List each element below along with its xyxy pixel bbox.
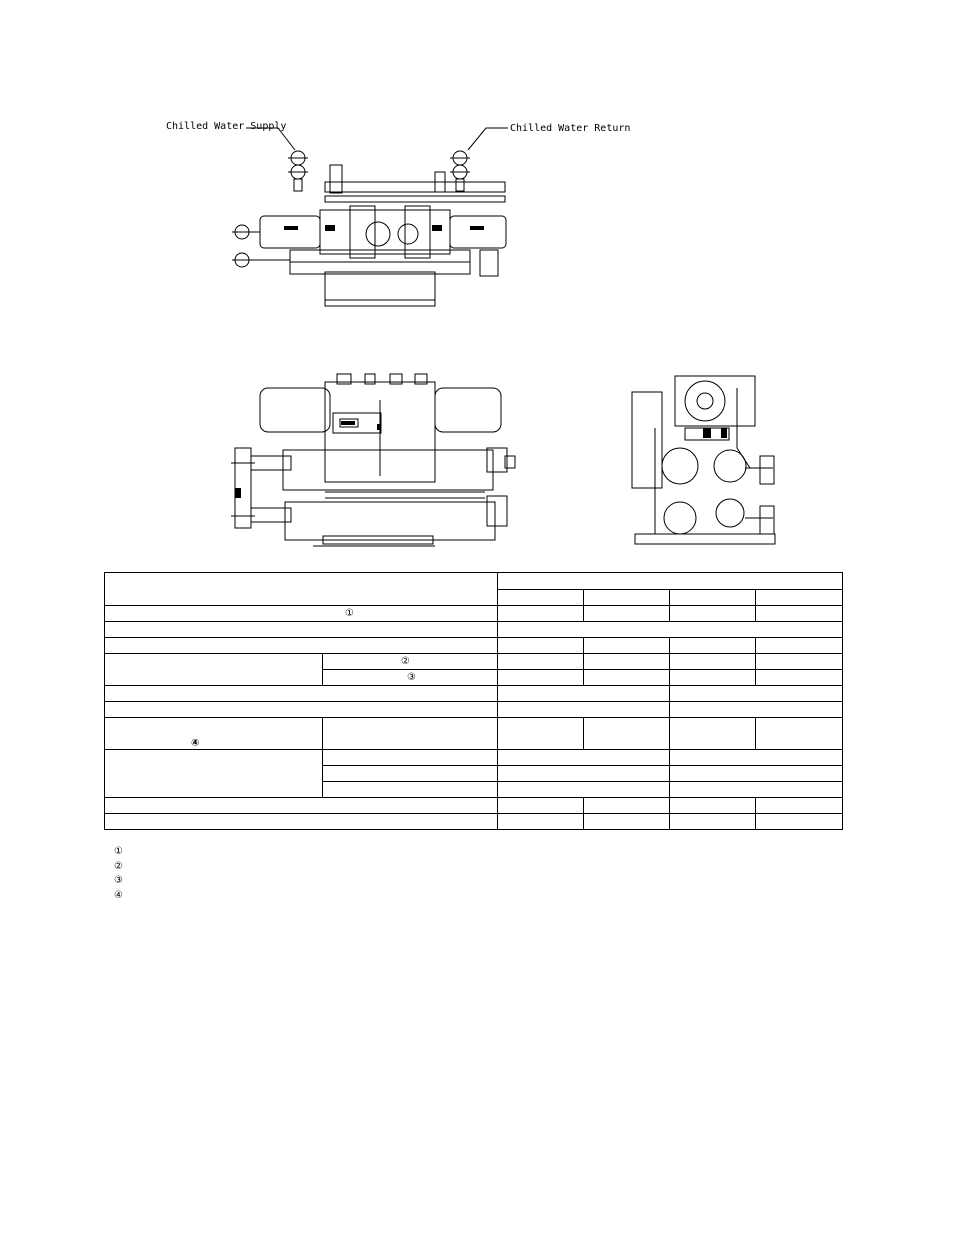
chilled-water-supply-label: Chilled Water Supply [166, 121, 287, 132]
table-row [105, 781, 843, 798]
row-label-cell [104, 813, 498, 830]
table-row: ④ [104, 717, 843, 750]
footnote-marker: ② [114, 860, 123, 872]
table-row [104, 797, 843, 814]
value-cell [669, 813, 756, 830]
footnote-item: ③ [114, 874, 123, 889]
footnote-item: ① [114, 845, 123, 860]
value-cell [583, 605, 670, 622]
value-cell [669, 701, 843, 718]
front-view-drawing [231, 373, 516, 547]
table-row [105, 765, 843, 782]
value-cell [583, 653, 670, 670]
value-cell [669, 605, 756, 622]
table-row [104, 813, 843, 830]
value-cell [497, 669, 584, 686]
sub-label-cell [322, 749, 498, 766]
value-cell [497, 701, 670, 718]
value-cell [583, 637, 670, 654]
footnote-marker: ② [401, 656, 410, 667]
value-cell [755, 653, 843, 670]
value-cell [755, 813, 843, 830]
value-cell [583, 717, 670, 750]
value-cell [497, 813, 584, 830]
row-label-cell [104, 701, 498, 718]
footnote-marker: ③ [407, 672, 416, 683]
value-cell [583, 797, 670, 814]
value-cell [755, 669, 843, 686]
table-row [104, 749, 843, 798]
row-label-cell [104, 749, 323, 798]
sub-label-cell [322, 717, 498, 750]
value-cell [497, 797, 584, 814]
footnote-marker: ③ [114, 875, 123, 886]
value-cell [497, 605, 584, 622]
value-cell [669, 717, 756, 750]
header-label-cell [104, 572, 498, 606]
footnote-marker: ④ [114, 889, 123, 901]
model-header-cell [583, 588, 670, 606]
value-cell [669, 685, 843, 702]
value-cell [497, 685, 670, 702]
value-cell [669, 781, 843, 798]
value-cell [669, 637, 756, 654]
row-label-cell: ④ [104, 717, 323, 750]
model-header-cell [669, 588, 756, 606]
value-cell [755, 797, 843, 814]
footnote-marker: ④ [191, 738, 200, 749]
value-cell [669, 797, 756, 814]
footnote-item: ④ [114, 889, 123, 904]
model-header-cell [497, 588, 584, 606]
table-row [104, 637, 843, 654]
table-row [105, 588, 843, 606]
sub-label-cell: ② [322, 653, 498, 670]
chilled-water-return-label: Chilled Water Return [510, 123, 631, 134]
specification-table: ① ② ③ [104, 572, 843, 830]
value-cell [669, 765, 843, 782]
value-cell [497, 749, 670, 766]
model-group-header [497, 572, 843, 590]
value-cell [497, 637, 584, 654]
value-cell [755, 717, 843, 750]
value-cell [669, 669, 756, 686]
value-cell [583, 813, 670, 830]
value-cell [497, 781, 670, 798]
value-cell [669, 653, 756, 670]
footnote-marker: ① [114, 846, 123, 857]
row-label-cell [104, 797, 498, 814]
value-cell [669, 749, 843, 766]
value-cell [583, 669, 670, 686]
table-row [104, 621, 843, 638]
row-label-cell [104, 685, 498, 702]
row-label-cell [104, 621, 498, 638]
row-label-cell [104, 653, 323, 686]
table-row [104, 685, 843, 702]
value-cell [497, 621, 843, 638]
row-label-cell: ① [104, 605, 498, 622]
row-label-cell [104, 637, 498, 654]
table-row [104, 572, 843, 606]
sub-label-cell [322, 765, 498, 782]
sub-label-cell: ③ [322, 669, 498, 686]
table-row: ① [104, 605, 843, 622]
table-row: ② [104, 653, 843, 686]
value-cell [497, 717, 584, 750]
value-cell [497, 765, 670, 782]
top-view-drawing [232, 127, 508, 307]
value-cell [497, 653, 584, 670]
model-header-cell [755, 588, 843, 606]
footnote-marker: ① [345, 608, 354, 619]
value-cell [755, 637, 843, 654]
side-view-drawing [631, 375, 776, 545]
value-cell [755, 605, 843, 622]
sub-label-cell [322, 781, 498, 798]
footnote-item: ② [114, 860, 123, 875]
table-row [104, 701, 843, 718]
footnotes: ① ② ③ ④ [114, 845, 123, 903]
